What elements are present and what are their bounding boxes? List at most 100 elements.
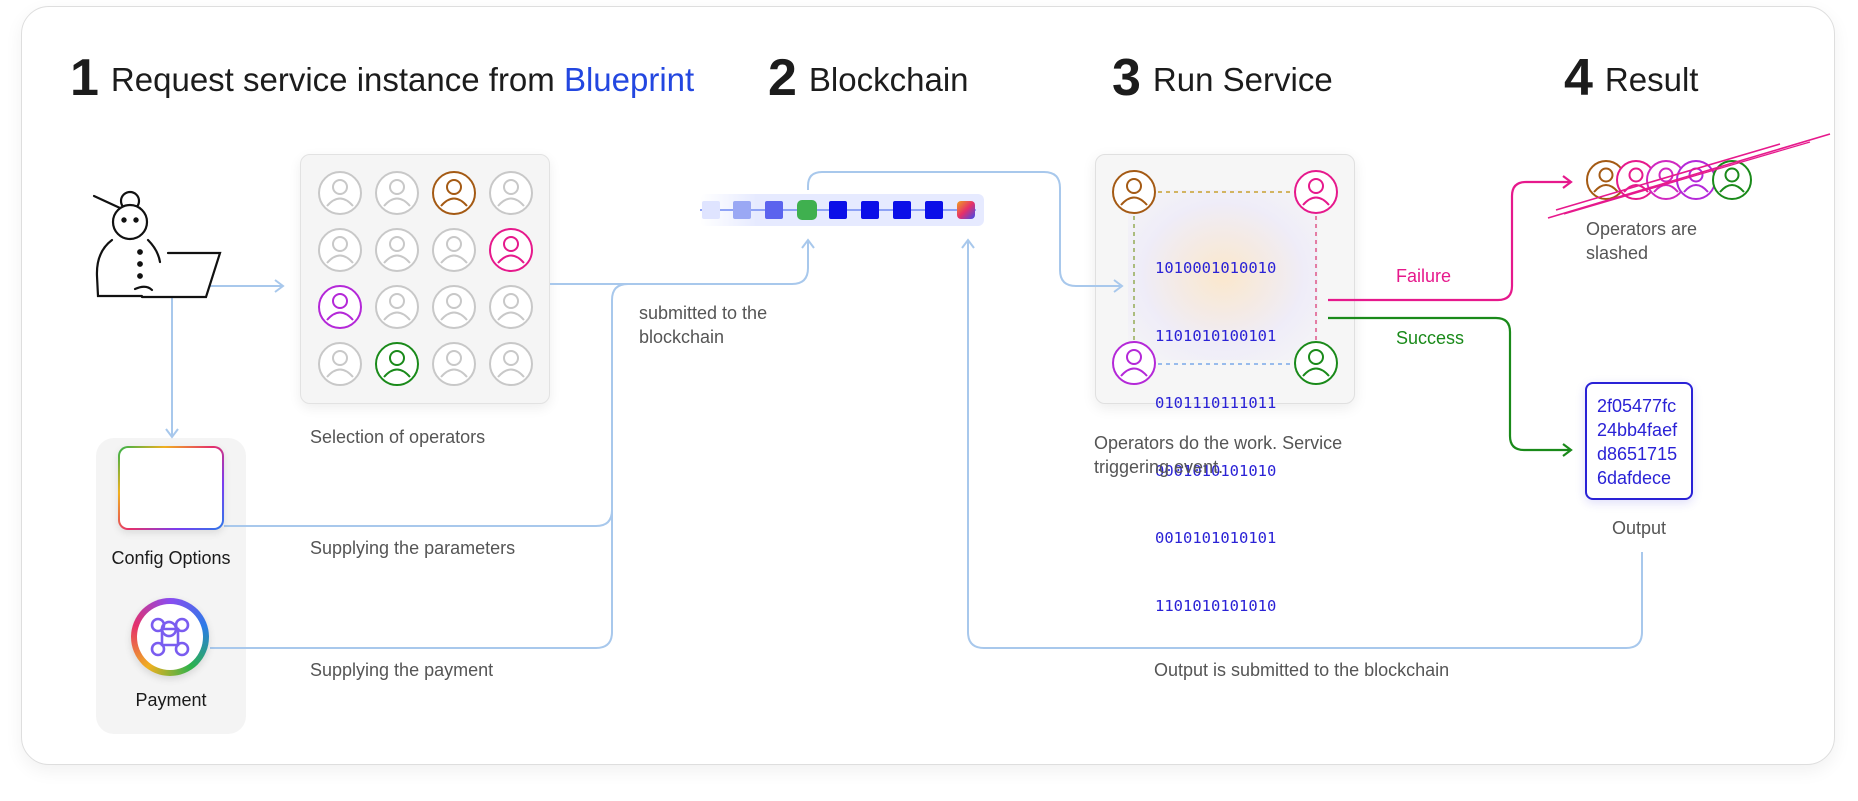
chain-block [829,201,847,219]
binary-data: 1010001010010 1101010100101 010111011101… [1155,212,1305,662]
output-to-chain-arrowhead [961,238,975,249]
eye-icon [133,217,139,223]
button-icon [137,273,143,279]
operator-pink-icon [1294,170,1338,214]
step-4-title: 4 Result [1564,48,1698,108]
connector-group [165,171,1643,649]
chain-block [765,201,783,219]
button-icon [137,249,143,255]
config-options-tile [118,446,224,530]
binary-line: 0001010101010 [1155,461,1277,480]
failure-arrowhead [1562,175,1573,189]
step-3-text: Run Service [1152,61,1333,98]
step-1-number: 1 [70,49,99,107]
blockchain-strip [700,194,984,226]
step-1-text: Request service instance from [110,61,564,98]
success-arrowhead [1562,443,1573,457]
output-submit-caption: Output is submitted to the blockchain [1154,660,1450,680]
output-to-chain-line [967,242,1643,649]
failure-label: Failure [1396,266,1452,286]
work-caption-line-1: Operators do the work. Service [1094,433,1343,453]
run-service-frame [1133,191,1317,365]
operator-avatar-selected-icon [318,285,362,329]
submitted-caption: submitted to the blockchain [639,301,767,349]
step-1-highlight: Blueprint [563,61,695,98]
step-1-title: 1 Request service instance from Blueprint [70,48,694,108]
operator-purple-icon [1112,341,1156,385]
step-2-title: 2 Blockchain [768,48,969,108]
command-symbol-icon [150,617,190,657]
operator-avatar-icon [489,285,533,329]
user-to-config-arrowhead [165,428,179,439]
success-line [1328,316,1570,452]
binary-line: 1101010101010 [1155,596,1277,615]
slash-line [1563,141,1811,215]
user-to-selection-arrowhead [274,279,285,293]
shoulder-icon [146,238,162,264]
operator-avatar-icon [432,342,476,386]
output-hash-line: 24bb4faef [1597,420,1678,440]
selection-caption: Selection of operators [310,427,486,447]
chain-block-current [797,200,817,220]
chain-to-run-line [807,171,1120,287]
payment-line [210,510,613,649]
chain-block [733,201,751,219]
success-label: Success [1396,328,1465,348]
output-hash-line: 2f05477fc [1597,396,1677,416]
step-2-text: Blockchain [808,61,969,98]
laptop-icon [140,251,222,299]
hand-icon [133,285,154,292]
step-4-text: Result [1604,61,1699,98]
requester-illustration [92,190,222,299]
chain-block-output [957,201,975,219]
run-service-operators [1112,170,1338,385]
operator-avatar-icon [318,171,362,215]
submitted-caption-line-1: submitted to the [639,303,768,323]
operator-avatar-selected-icon [432,171,476,215]
hat-brim-icon [92,194,122,210]
chain-block [893,201,911,219]
run-service-glow [1128,190,1318,360]
operator-avatar-icon [375,285,419,329]
submitted-caption-line-2: blockchain [639,327,725,347]
operator-avatar-icon [375,228,419,272]
payment-caption: Supplying the payment [310,660,494,680]
head-icon [111,203,149,241]
operator-avatar-icon [432,285,476,329]
params-line [224,283,629,527]
step-4-number: 4 [1564,49,1593,107]
binary-line: 1101010100101 [1155,326,1277,345]
config-options-label: Config Options [111,548,231,568]
operator-avatar-icon [318,342,362,386]
slashed-operators [1547,133,1831,219]
failure-line [1328,180,1570,302]
operator-brown-icon [1112,170,1156,214]
operator-avatar-selected-icon [489,228,533,272]
work-caption-line-2: triggering event. [1094,457,1224,477]
payment-icon-inner [137,604,203,670]
operator-avatar-selected-icon [375,342,419,386]
chain-block [861,201,879,219]
binary-line: 0101110111011 [1155,394,1277,412]
body-icon [95,238,144,298]
operator-avatar-icon [432,228,476,272]
binary-line: 1010001010010 [1155,259,1277,277]
operator-avatar-icon [318,228,362,272]
step-2-number: 2 [768,49,797,107]
operator-grid [318,171,533,386]
selection-to-chain-line [550,242,809,285]
slashed-caption-line-2: slashed [1586,243,1649,263]
chain-block [702,201,720,219]
output-hash-line: 6dafdece [1597,468,1672,488]
operator-green-icon [1712,160,1752,200]
operator-brown-icon [1586,160,1626,200]
operator-purple-icon [1676,160,1716,200]
payment-label: Payment [135,690,207,710]
output-caption: Output [1611,518,1667,538]
selection-to-chain-arrowhead [801,238,815,249]
operator-avatar-icon [375,171,419,215]
eye-icon [121,217,127,223]
